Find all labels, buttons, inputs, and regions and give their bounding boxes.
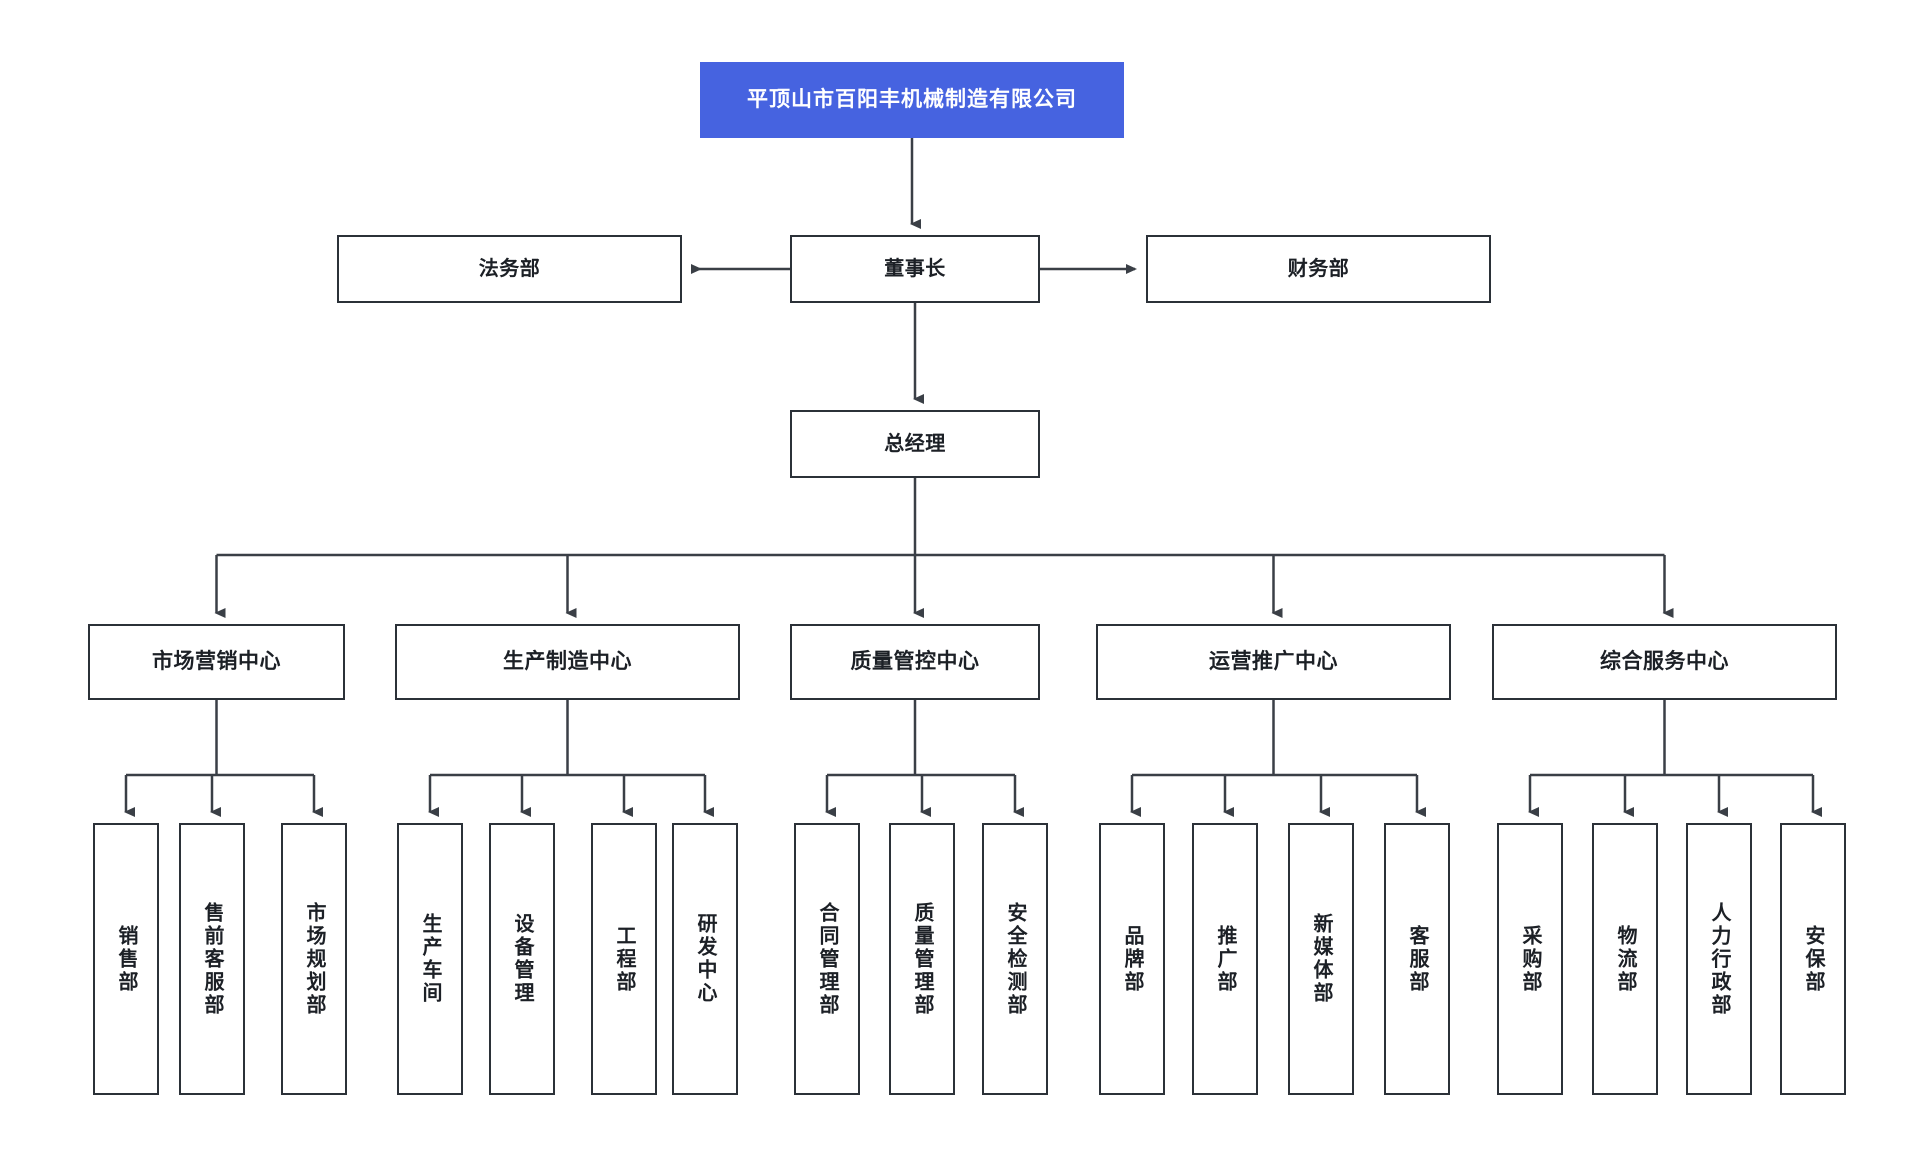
node-label-company-root: 平顶山市百阳丰机械制造有限公司 — [747, 88, 1077, 112]
node-center-4[interactable]: 运营推广中心 — [1096, 624, 1451, 700]
node-department-2-4-label: 研发中心 — [694, 913, 716, 1005]
node-center-2-label: 生产制造中心 — [503, 650, 632, 674]
node-department-3-3-label: 安全检测部 — [1004, 901, 1026, 1017]
node-department-1-1[interactable]: 销售部 — [93, 823, 159, 1095]
node-label-general-manager: 总经理 — [884, 432, 946, 455]
node-center-1[interactable]: 市场营销中心 — [88, 624, 345, 700]
node-chairman[interactable]: 董事长 — [790, 235, 1040, 303]
node-label-finance-department: 财务部 — [1287, 257, 1350, 280]
node-department-2-4[interactable]: 研发中心 — [672, 823, 738, 1095]
node-department-1-2[interactable]: 售前客服部 — [179, 823, 245, 1095]
connector-group — [124, 138, 1822, 817]
node-department-3-1[interactable]: 合同管理部 — [794, 823, 860, 1095]
node-department-2-1[interactable]: 生产车间 — [397, 823, 463, 1095]
node-department-3-2[interactable]: 质量管理部 — [889, 823, 955, 1095]
node-department-5-1-label: 采购部 — [1519, 924, 1541, 994]
node-department-5-2[interactable]: 物流部 — [1592, 823, 1658, 1095]
node-department-4-3[interactable]: 新媒体部 — [1288, 823, 1354, 1095]
node-department-2-3-label: 工程部 — [613, 924, 635, 994]
node-department-4-3-label: 新媒体部 — [1310, 913, 1332, 1005]
node-center-3[interactable]: 质量管控中心 — [790, 624, 1040, 700]
node-center-2[interactable]: 生产制造中心 — [395, 624, 740, 700]
node-center-1-label: 市场营销中心 — [152, 650, 281, 674]
node-department-4-1[interactable]: 品牌部 — [1099, 823, 1165, 1095]
node-department-5-4-label: 安保部 — [1802, 924, 1824, 994]
node-center-4-label: 运营推广中心 — [1209, 650, 1338, 674]
node-center-5[interactable]: 综合服务中心 — [1492, 624, 1837, 700]
node-department-5-4[interactable]: 安保部 — [1780, 823, 1846, 1095]
node-department-4-2[interactable]: 推广部 — [1192, 823, 1258, 1095]
node-department-2-2[interactable]: 设备管理 — [489, 823, 555, 1095]
node-department-1-1-label: 销售部 — [115, 924, 137, 994]
node-department-1-2-label: 售前客服部 — [201, 901, 223, 1017]
node-center-5-label: 综合服务中心 — [1600, 650, 1729, 674]
node-department-4-4[interactable]: 客服部 — [1384, 823, 1450, 1095]
node-department-5-1[interactable]: 采购部 — [1497, 823, 1563, 1095]
node-department-4-2-label: 推广部 — [1214, 924, 1236, 994]
node-center-3-label: 质量管控中心 — [850, 650, 980, 674]
node-label-chairman: 董事长 — [884, 257, 946, 280]
node-department-3-2-label: 质量管理部 — [911, 901, 933, 1017]
node-finance-department[interactable]: 财务部 — [1146, 235, 1491, 303]
node-department-5-3[interactable]: 人力行政部 — [1686, 823, 1752, 1095]
node-department-4-4-label: 客服部 — [1406, 924, 1428, 994]
node-department-2-2-label: 设备管理 — [511, 913, 533, 1005]
node-department-2-1-label: 生产车间 — [419, 913, 441, 1005]
node-company-root[interactable]: 平顶山市百阳丰机械制造有限公司 — [700, 62, 1124, 138]
node-department-5-2-label: 物流部 — [1614, 924, 1636, 994]
node-label-legal-department: 法务部 — [478, 257, 541, 280]
node-department-2-3[interactable]: 工程部 — [591, 823, 657, 1095]
node-department-3-3[interactable]: 安全检测部 — [982, 823, 1048, 1095]
node-legal-department[interactable]: 法务部 — [337, 235, 682, 303]
node-general-manager[interactable]: 总经理 — [790, 410, 1040, 478]
node-department-4-1-label: 品牌部 — [1121, 924, 1143, 994]
node-department-1-3-label: 市场规划部 — [303, 901, 325, 1017]
node-department-3-1-label: 合同管理部 — [816, 901, 838, 1017]
node-department-1-3[interactable]: 市场规划部 — [281, 823, 347, 1095]
node-department-5-3-label: 人力行政部 — [1708, 901, 1730, 1017]
